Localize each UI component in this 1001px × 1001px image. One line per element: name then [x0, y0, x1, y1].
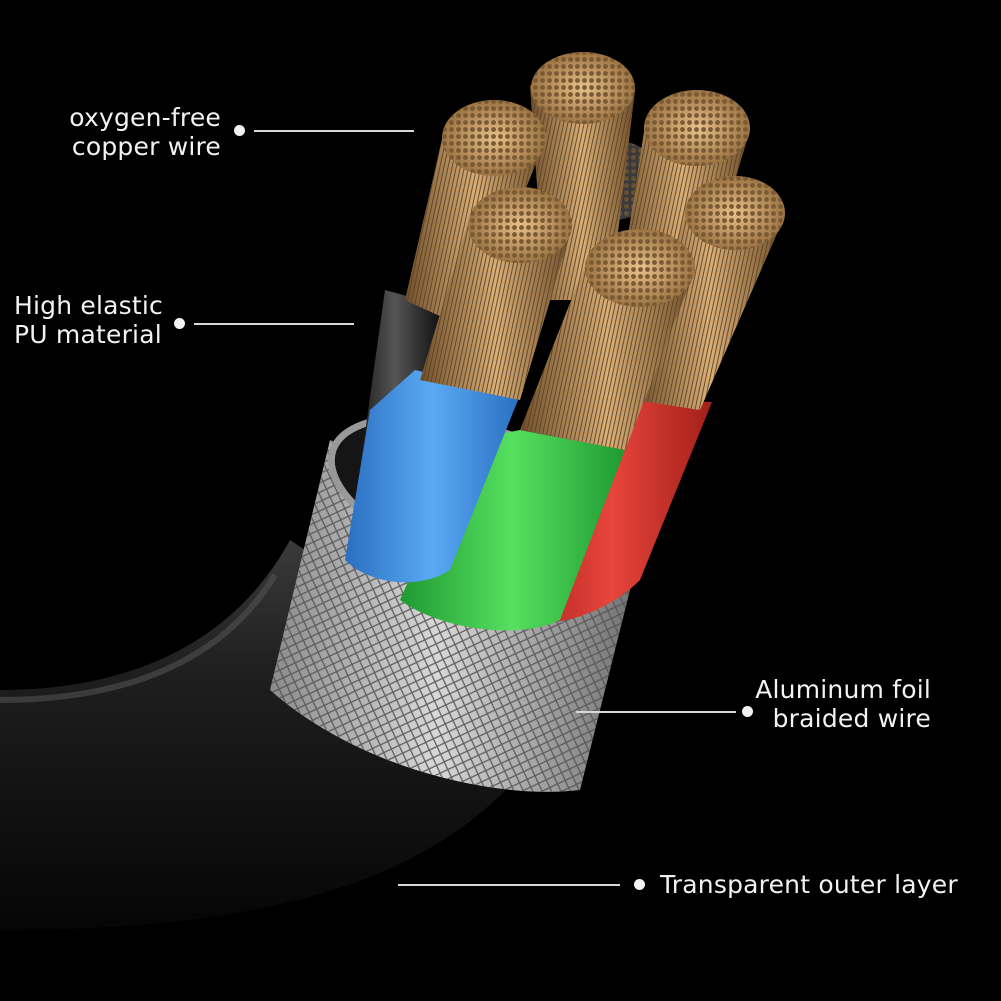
copper-conductors [405, 52, 785, 450]
label-foil-line2: braided wire [772, 704, 931, 733]
label-pu-line1: High elastic [14, 291, 163, 320]
label-copper-wire: oxygen-free copper wire [69, 103, 221, 161]
label-copper-line1: oxygen-free [69, 103, 221, 132]
callout-dot-outer [634, 879, 645, 890]
label-outer-layer: Transparent outer layer [660, 870, 958, 899]
label-outer-text: Transparent outer layer [660, 870, 958, 899]
label-foil-line1: Aluminum foil [755, 675, 931, 704]
label-pu-material: High elastic PU material [14, 291, 163, 349]
label-pu-line2: PU material [14, 320, 162, 349]
blue-insulation [345, 370, 520, 583]
leader-line-foil [576, 711, 736, 713]
callout-dot-copper [234, 125, 245, 136]
leader-line-copper [254, 130, 414, 132]
jacket-highlight [0, 573, 278, 703]
label-copper-line2: copper wire [71, 132, 221, 161]
callout-dot-pu [174, 318, 185, 329]
leader-line-pu [194, 323, 354, 325]
label-aluminum-foil: Aluminum foil braided wire [755, 675, 931, 733]
callout-dot-foil [742, 706, 753, 717]
leader-line-outer [398, 884, 620, 886]
